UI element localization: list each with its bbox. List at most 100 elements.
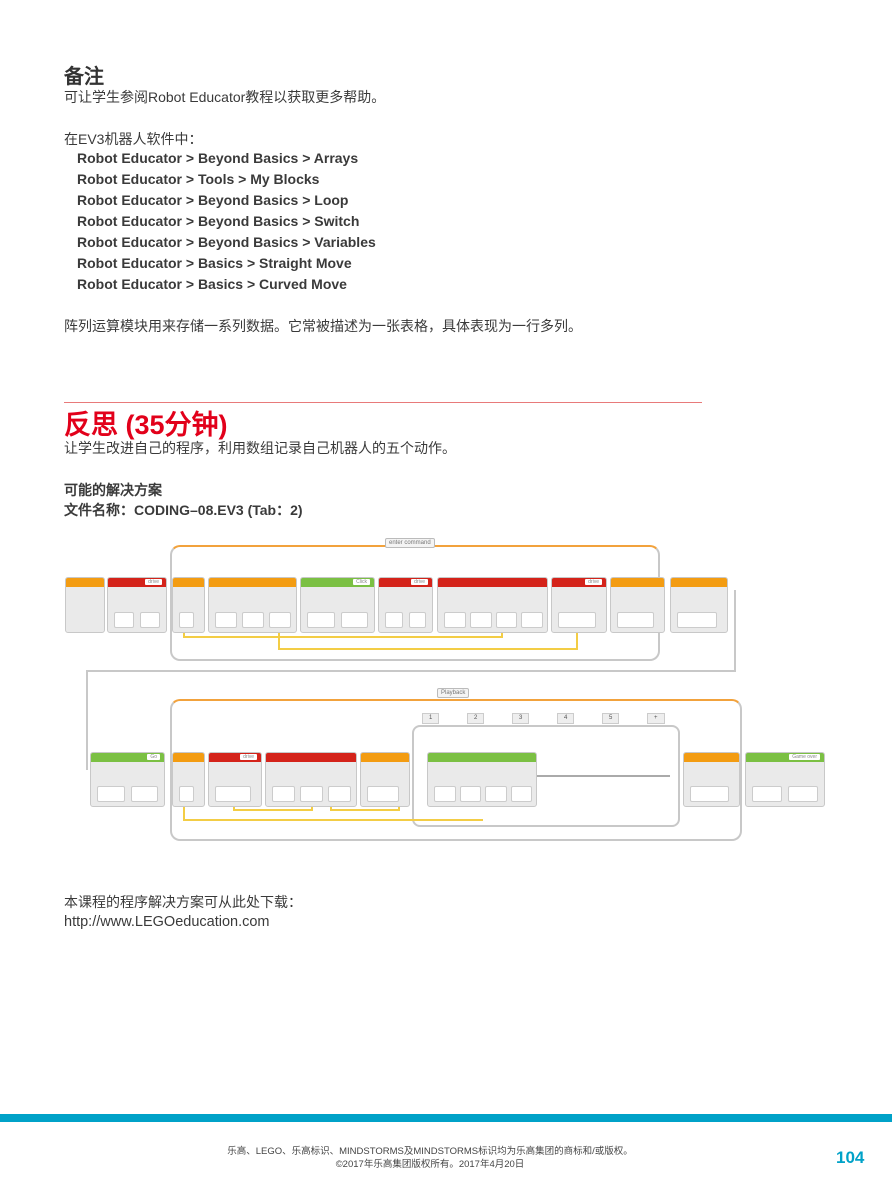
case-tab[interactable]: 3	[512, 713, 530, 724]
program-block	[172, 752, 205, 807]
notes-heading: 备注	[64, 66, 104, 88]
block-header	[671, 578, 727, 587]
program-block	[683, 752, 740, 807]
case-tab[interactable]: 2	[467, 713, 485, 724]
program-block: Game over	[745, 752, 825, 807]
block-parameter	[434, 786, 456, 802]
page-number: 104	[836, 1148, 865, 1167]
footer-copyright: ©2017年乐高集团版权所有。2017年4月20日	[335, 1159, 525, 1170]
tutorial-path: Robot Educator > Beyond Basics > Arrays	[77, 150, 359, 166]
block-header	[428, 753, 536, 762]
program-block	[610, 577, 665, 633]
program-block: Go	[90, 752, 165, 807]
block-parameter	[130, 786, 158, 802]
block-header: drive	[108, 578, 166, 587]
tutorial-path: Robot Educator > Basics > Curved Move	[77, 276, 347, 292]
tutorial-path: Robot Educator > Beyond Basics > Variabl…	[77, 234, 376, 250]
block-parameter	[788, 786, 818, 802]
block-parameter	[114, 612, 134, 628]
block-tag: drive	[585, 579, 602, 585]
block-tag: drive	[411, 579, 428, 585]
block-parameter	[495, 612, 518, 628]
block-parameter	[215, 786, 251, 802]
block-header	[438, 578, 547, 587]
block-parameter	[558, 612, 596, 628]
block-header	[361, 753, 409, 762]
block-parameter	[677, 612, 717, 628]
block-parameter	[307, 612, 335, 628]
switch-frame	[412, 725, 680, 827]
download-link[interactable]: http://www.LEGOeducation.com	[64, 914, 270, 930]
block-parameter	[340, 612, 368, 628]
block-parameter	[328, 786, 352, 802]
data-wire	[278, 620, 578, 650]
block-parameter	[269, 612, 292, 628]
tutorial-path-list: Robot Educator > Beyond Basics > Arrays …	[77, 148, 376, 295]
case-tab[interactable]: +	[647, 713, 665, 724]
program-block	[360, 752, 410, 807]
case-tab[interactable]: 5	[602, 713, 620, 724]
footer-bar	[0, 1114, 892, 1122]
block-header	[173, 753, 204, 762]
block-parameter	[617, 612, 654, 628]
block-parameter	[385, 612, 403, 628]
block-parameter	[272, 786, 296, 802]
sequence-wire	[86, 670, 736, 672]
block-header: Click	[301, 578, 374, 587]
program-block	[65, 577, 105, 633]
data-wire	[183, 797, 483, 821]
program-block	[208, 577, 297, 633]
program-block	[670, 577, 728, 633]
program-block	[265, 752, 357, 807]
block-parameter	[179, 786, 194, 802]
loop-label: Playback	[437, 688, 470, 698]
program-block: drive	[551, 577, 607, 633]
block-header: drive	[552, 578, 606, 587]
program-block: drive	[107, 577, 167, 633]
program-block: drive	[378, 577, 433, 633]
block-header: Go	[91, 753, 164, 762]
section-divider	[64, 402, 702, 403]
program-block: drive	[208, 752, 262, 807]
block-header	[266, 753, 356, 762]
block-tag: drive	[145, 579, 162, 585]
block-parameter	[521, 612, 543, 628]
block-tag: Game over	[789, 754, 820, 760]
sequence-wire	[480, 775, 670, 777]
tutorial-path: Robot Educator > Beyond Basics > Loop	[77, 192, 349, 208]
block-tag: Click	[353, 579, 370, 585]
program-block	[172, 577, 205, 633]
footer-trademark: 乐高、LEGO、乐高标识、MINDSTORMS及MINDSTORMS标识均为乐高…	[227, 1146, 633, 1157]
sequence-wire	[732, 590, 736, 672]
program-block: Click	[300, 577, 375, 633]
case-tab[interactable]: 1	[422, 713, 440, 724]
block-tag: Go	[147, 754, 160, 760]
tutorial-path: Robot Educator > Beyond Basics > Switch	[77, 213, 360, 229]
block-parameter	[367, 786, 399, 802]
case-tab[interactable]: 4	[557, 713, 575, 724]
block-header	[173, 578, 204, 587]
program-block	[437, 577, 548, 633]
notes-intro: 可让学生参阅Robot Educator教程以获取更多帮助。	[64, 89, 386, 105]
loop-playback	[170, 699, 742, 841]
block-header	[684, 753, 739, 762]
block-parameter	[444, 612, 466, 628]
block-header: drive	[379, 578, 432, 587]
block-tag: drive	[240, 754, 257, 760]
block-parameter	[510, 786, 532, 802]
download-text: 本课程的程序解决方案可从此处下载：	[64, 894, 302, 910]
block-parameter	[179, 612, 194, 628]
reflect-description: 让学生改进自己的程序，利用数组记录自己机器人的五个动作。	[64, 440, 456, 456]
block-header	[209, 578, 296, 587]
file-name: 文件名称：CODING–08.EV3 (Tab：2)	[64, 502, 303, 518]
array-note: 阵列运算模块用来存储一系列数据。它常被描述为一张表格，具体表现为一行多列。	[64, 318, 582, 334]
block-parameter	[408, 612, 426, 628]
block-parameter	[140, 612, 160, 628]
block-header: drive	[209, 753, 261, 762]
block-header	[611, 578, 664, 587]
tutorial-path: Robot Educator > Tools > My Blocks	[77, 171, 320, 187]
block-parameter	[752, 786, 782, 802]
block-parameter	[242, 612, 265, 628]
solution-label: 可能的解决方案	[64, 482, 162, 498]
